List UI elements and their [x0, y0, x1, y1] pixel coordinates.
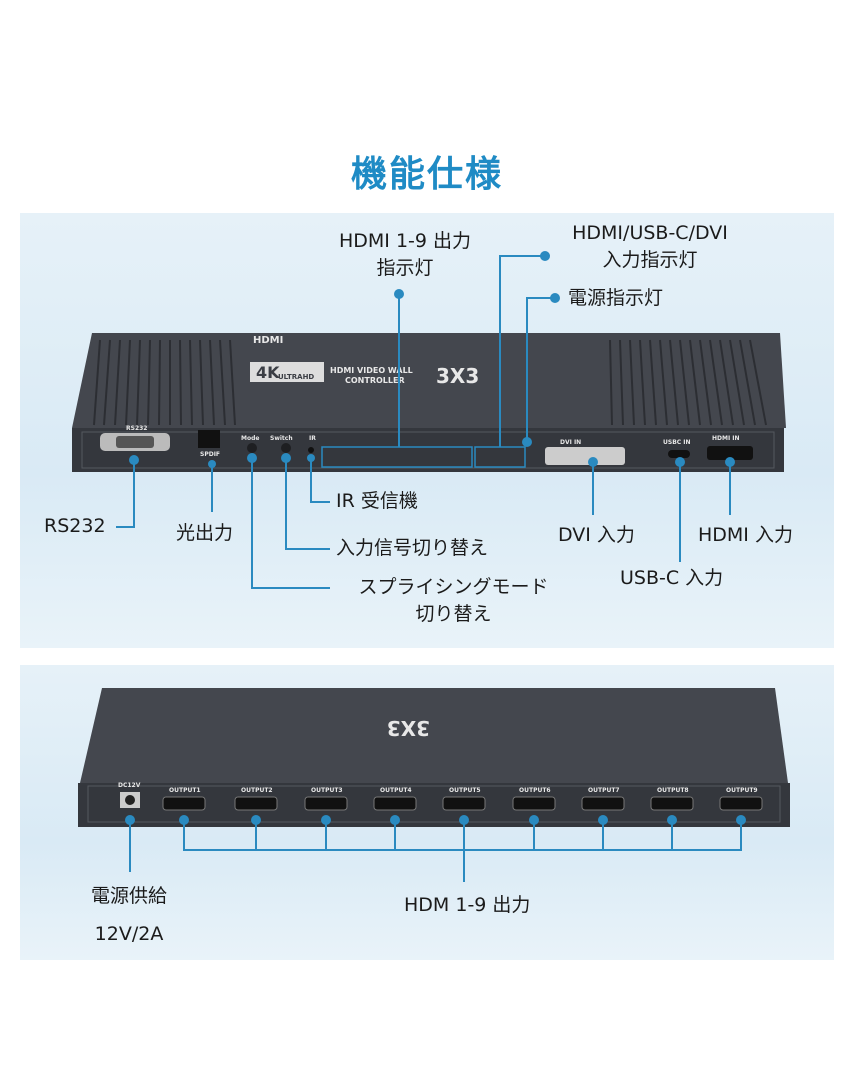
hdmi-output-port — [304, 796, 348, 811]
output-port-label: OUTPUT1 — [169, 787, 201, 794]
output-port-label: OUTPUT2 — [241, 787, 273, 794]
badge-ultrahd: ULTRAHD — [278, 373, 314, 381]
callout-text: HDMI 1-9 出力 — [338, 230, 472, 252]
hdmi-output-port — [442, 796, 486, 811]
device-name-2: CONTROLLER — [345, 376, 405, 385]
callout-text: HDMI/USB-C/DVI — [572, 222, 728, 244]
hdmi-in-label: HDMI IN — [712, 435, 740, 442]
front-device: HDMI 4K ULTRAHD HDMI VIDEO WALL CONTROLL… — [72, 333, 786, 472]
hdmi-output-port — [162, 796, 206, 811]
back-callout-lines — [129, 820, 742, 882]
back-callout-dots — [125, 815, 746, 825]
callout-outputs: HDM 1-9 出力 — [404, 894, 531, 916]
hdmi-logo: HDMI — [253, 335, 283, 346]
front-callout-dots — [129, 251, 735, 468]
output-port-label: OUTPUT9 — [726, 787, 758, 794]
back-model: 3X3 — [387, 716, 430, 740]
hdmi-output-port — [373, 796, 417, 811]
callout-input-led: HDMI/USB-C/DVI 入力指示灯 — [555, 220, 745, 273]
callout-hdmi-out-led: HDMI 1-9 出力 指示灯 — [325, 228, 485, 281]
callout-dvi: DVI 入力 — [558, 524, 635, 546]
callout-optical: 光出力 — [176, 522, 234, 544]
callout-text: スプライシングモード — [358, 576, 549, 598]
ir-label: IR — [309, 435, 316, 442]
hdmi-output-port — [512, 796, 556, 811]
device-model: 3X3 — [436, 364, 479, 388]
callout-mode: スプライシングモード 切り替え — [336, 574, 571, 627]
usbc-in-label: USBC IN — [663, 439, 691, 446]
spdif-label: SPDIF — [200, 451, 220, 458]
callout-input-switch: 入力信号切り替え — [336, 537, 489, 559]
callout-text: 電源供給 — [90, 885, 167, 907]
callout-text: 12V/2A — [94, 923, 164, 945]
callout-power-supply: 電源供給 12V/2A — [70, 877, 188, 953]
hdmi-output-port — [650, 796, 694, 811]
switch-label: Switch — [270, 435, 293, 442]
callout-text: 指示灯 — [376, 256, 434, 279]
output-port-label: OUTPUT3 — [311, 787, 343, 794]
callout-hdmi: HDMI 入力 — [698, 524, 793, 546]
output-port-label: OUTPUT6 — [519, 787, 551, 794]
callout-ir: IR 受信機 — [336, 490, 418, 512]
output-port-label: OUTPUT5 — [449, 787, 481, 794]
callout-text: 入力指示灯 — [602, 248, 698, 271]
dc-label: DC12V — [118, 782, 141, 789]
callout-text: 切り替え — [415, 602, 492, 625]
front-callout-lines — [116, 255, 731, 589]
output-port-label: OUTPUT8 — [657, 787, 689, 794]
rs232-label: RS232 — [126, 425, 147, 432]
hdmi-output-port — [581, 796, 625, 811]
output-ports: OUTPUT1 OUTPUT2 OUTPUT3 OUTPUT4 OUTPUT5 OUTPU… — [162, 787, 763, 811]
device-name-1: HDMI VIDEO WALL — [330, 366, 413, 375]
dvi-in-label: DVI IN — [560, 439, 581, 446]
callout-rs232: RS232 — [44, 515, 106, 537]
page-title: 機能仕様 — [350, 154, 503, 195]
output-port-label: OUTPUT4 — [380, 787, 412, 794]
callout-usbc: USB-C 入力 — [620, 567, 724, 589]
output-port-label: OUTPUT7 — [588, 787, 620, 794]
callout-power-led: 電源指示灯 — [568, 287, 664, 309]
badge-4k: 4K — [256, 363, 280, 382]
hdmi-output-port — [719, 796, 763, 811]
mode-label: Mode — [241, 435, 259, 442]
hdmi-output-port — [234, 796, 278, 811]
